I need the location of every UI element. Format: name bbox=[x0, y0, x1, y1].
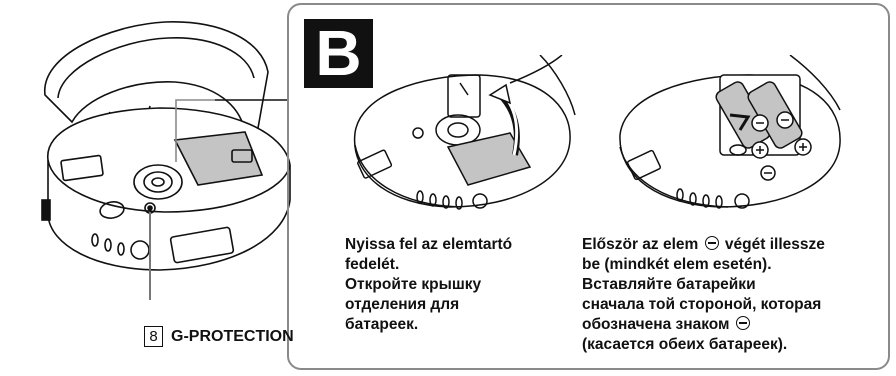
step-badge: B bbox=[304, 19, 373, 88]
caption-text: Először az elem bbox=[582, 236, 703, 253]
caption-insert-batteries: Először az elem végét illessze be (mindk… bbox=[582, 235, 825, 355]
caption-insert-line-5: обозначена знаком bbox=[582, 315, 825, 335]
cd-player-illustration bbox=[41, 21, 291, 300]
caption-open-lid-line: fedelét. bbox=[345, 256, 400, 273]
caption-open-lid-line: батареек. bbox=[345, 316, 419, 333]
caption-insert-line: сначала той стороной, которая bbox=[582, 296, 822, 313]
caption-open-lid-line: отделения для bbox=[345, 296, 460, 313]
minus-symbol-icon bbox=[735, 316, 750, 330]
part-name: G-PROTECTION bbox=[171, 327, 294, 345]
minus-symbol-icon bbox=[704, 236, 719, 250]
caption-text: обозначена знаком bbox=[582, 316, 734, 333]
caption-insert-line: Вставляйте батарейки bbox=[582, 276, 756, 293]
insert-batteries-illustration bbox=[619, 55, 841, 209]
open-battery-lid-illustration bbox=[353, 55, 576, 210]
instruction-panel bbox=[287, 3, 890, 370]
caption-open-lid: Nyissa fel az elemtartó fedelét. Откройт… bbox=[345, 235, 512, 335]
caption-text: végét illessze bbox=[720, 236, 825, 253]
caption-open-lid-line: Nyissa fel az elemtartó bbox=[345, 236, 513, 253]
part-number-box: 8 bbox=[144, 326, 163, 347]
caption-insert-line: (касается обеих батареек). bbox=[582, 336, 788, 353]
caption-open-lid-line: Откройте крышку bbox=[345, 276, 482, 293]
g-protection-label: 8 G-PROTECTION bbox=[144, 326, 294, 347]
caption-insert-line-1: Először az elem végét illessze bbox=[582, 235, 825, 255]
caption-insert-line: be (mindkét elem esetén). bbox=[582, 256, 772, 273]
